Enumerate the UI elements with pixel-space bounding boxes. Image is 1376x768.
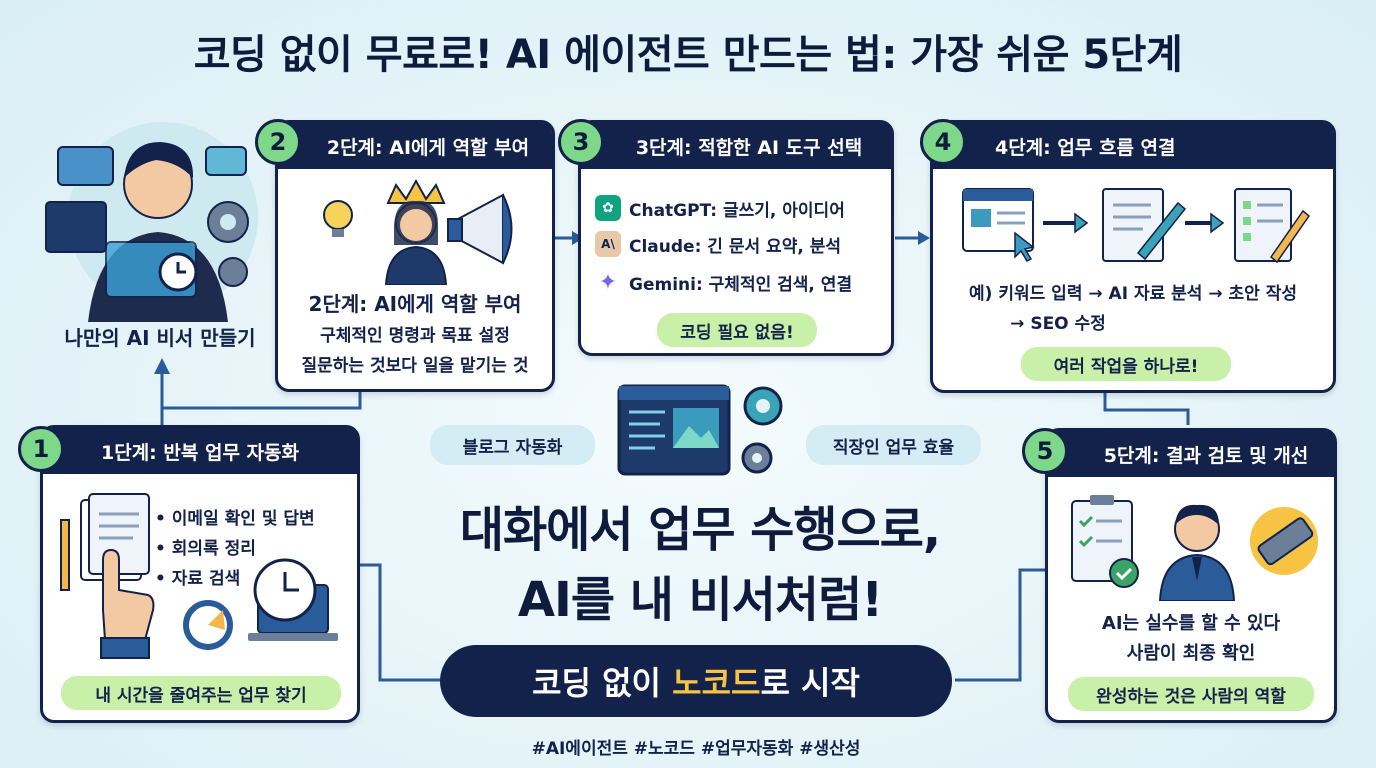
chatgpt-icon: ✿	[595, 195, 621, 221]
center-headline-1: 대화에서 업무 수행으로,	[459, 502, 941, 558]
step3-card: 3단계: 적합한 AI 도구 선택 ✿ ChatGPT: 글쓰기, 아이디어 A…	[578, 120, 894, 356]
page-title: 코딩 없이 무료로! AI 에이전트 만드는 법: 가장 쉬운 5단계	[193, 32, 1183, 78]
step5-line1: AI는 실수를 할 수 있다	[1101, 613, 1281, 634]
step4-card: 4단계: 업무 흐름 연결 예) 키워드 입력 → AI 자료 분석 → 초안 …	[930, 120, 1336, 393]
step4-header: 4단계: 업무 흐름 연결	[933, 123, 1333, 169]
step3-pill: 코딩 필요 없음!	[657, 313, 817, 347]
step5-card: 5단계: 결과 검토 및 개선 AI는 실수를 할 수 있다 사람이 최종 확인…	[1045, 428, 1337, 723]
queen-megaphone-illustration	[323, 178, 513, 285]
laptop-gears-icon	[617, 384, 783, 476]
step1-card: 1단계: 반복 업무 자동화 • 이메일 확인 및 답변 • 회의록 정리 • …	[40, 425, 360, 723]
step3-number-badge: 3	[558, 119, 604, 165]
step2-number-badge: 2	[255, 119, 301, 165]
step1-bullet-2: • 회의록 정리	[155, 539, 256, 559]
step5-number-badge: 5	[1022, 428, 1068, 474]
review-illustration	[1071, 495, 1318, 601]
step5-pill: 완성하는 것은 사람의 역할	[1068, 677, 1314, 711]
step1-bullet-1: • 이메일 확인 및 답변	[155, 509, 315, 529]
step2-line1: 구체적인 명령과 목표 설정	[320, 326, 510, 346]
intro-caption: 나만의 AI 비서 만들기	[64, 326, 256, 350]
step2-header: 2단계: AI에게 역할 부여	[278, 123, 552, 169]
step4-example-line1: 예) 키워드 입력 → AI 자료 분석 → 초안 작성	[969, 284, 1297, 304]
step1-pill: 내 시간을 줄여주는 업무 찾기	[61, 676, 341, 710]
step2-subtitle: 2단계: AI에게 역할 부여	[308, 292, 522, 316]
hashtags: #AI에이전트 #노코드 #업무자동화 #생산성	[531, 739, 861, 759]
tool-chatgpt-label: ChatGPT: 글쓰기, 아이디어	[629, 200, 845, 221]
tool-gemini-label: Gemini: 구체적인 검색, 연결	[629, 274, 853, 295]
banner-pre-text: 코딩 없이	[532, 664, 673, 702]
step1-bullet-3: • 자료 검색	[155, 569, 241, 589]
step1-number-badge: 1	[18, 426, 64, 472]
step4-pill: 여러 작업을 하나로!	[1021, 347, 1231, 381]
step5-line2: 사람이 최종 확인	[1126, 643, 1256, 664]
tool-row-chatgpt: ✿ ChatGPT: 글쓰기, 아이디어	[595, 195, 845, 221]
tool-claude-label: Claude: 긴 문서 요약, 분석	[629, 236, 841, 257]
bubble-work-efficiency: 직장인 업무 효율	[806, 425, 981, 465]
step1-header: 1단계: 반복 업무 자동화	[43, 428, 357, 474]
step3-header: 3단계: 적합한 AI 도구 선택	[581, 123, 891, 169]
claude-icon: A\	[595, 231, 621, 257]
gemini-icon: ✦	[598, 269, 618, 295]
tool-row-gemini: ✦ Gemini: 구체적인 검색, 연결	[595, 269, 852, 295]
nocode-start-banner: 코딩 없이 노코드 로 시작	[440, 645, 952, 717]
step4-number-badge: 4	[920, 119, 966, 165]
banner-post-text: 로 시작	[760, 664, 860, 702]
tool-row-claude: A\ Claude: 긴 문서 요약, 분석	[595, 231, 841, 257]
document-hand-clock-illustration	[60, 493, 338, 659]
banner-highlight-text: 노코드	[672, 664, 761, 702]
step2-card: 2단계: AI에게 역할 부여 2단계: AI에게 역할 부여 구체적인 명령과…	[275, 120, 555, 392]
step5-header: 5단계: 결과 검토 및 개선	[1048, 431, 1334, 477]
ai-assistant-illustration	[45, 122, 258, 322]
workflow-illustration	[962, 188, 1311, 264]
step2-line2: 질문하는 것보다 일을 맡기는 것	[301, 356, 529, 376]
bubble-blog-automation: 블로그 자동화	[430, 425, 595, 465]
center-headline-2: AI를 내 비서처럼!	[517, 572, 883, 628]
step4-example-line2: → SEO 수정	[1010, 314, 1106, 334]
